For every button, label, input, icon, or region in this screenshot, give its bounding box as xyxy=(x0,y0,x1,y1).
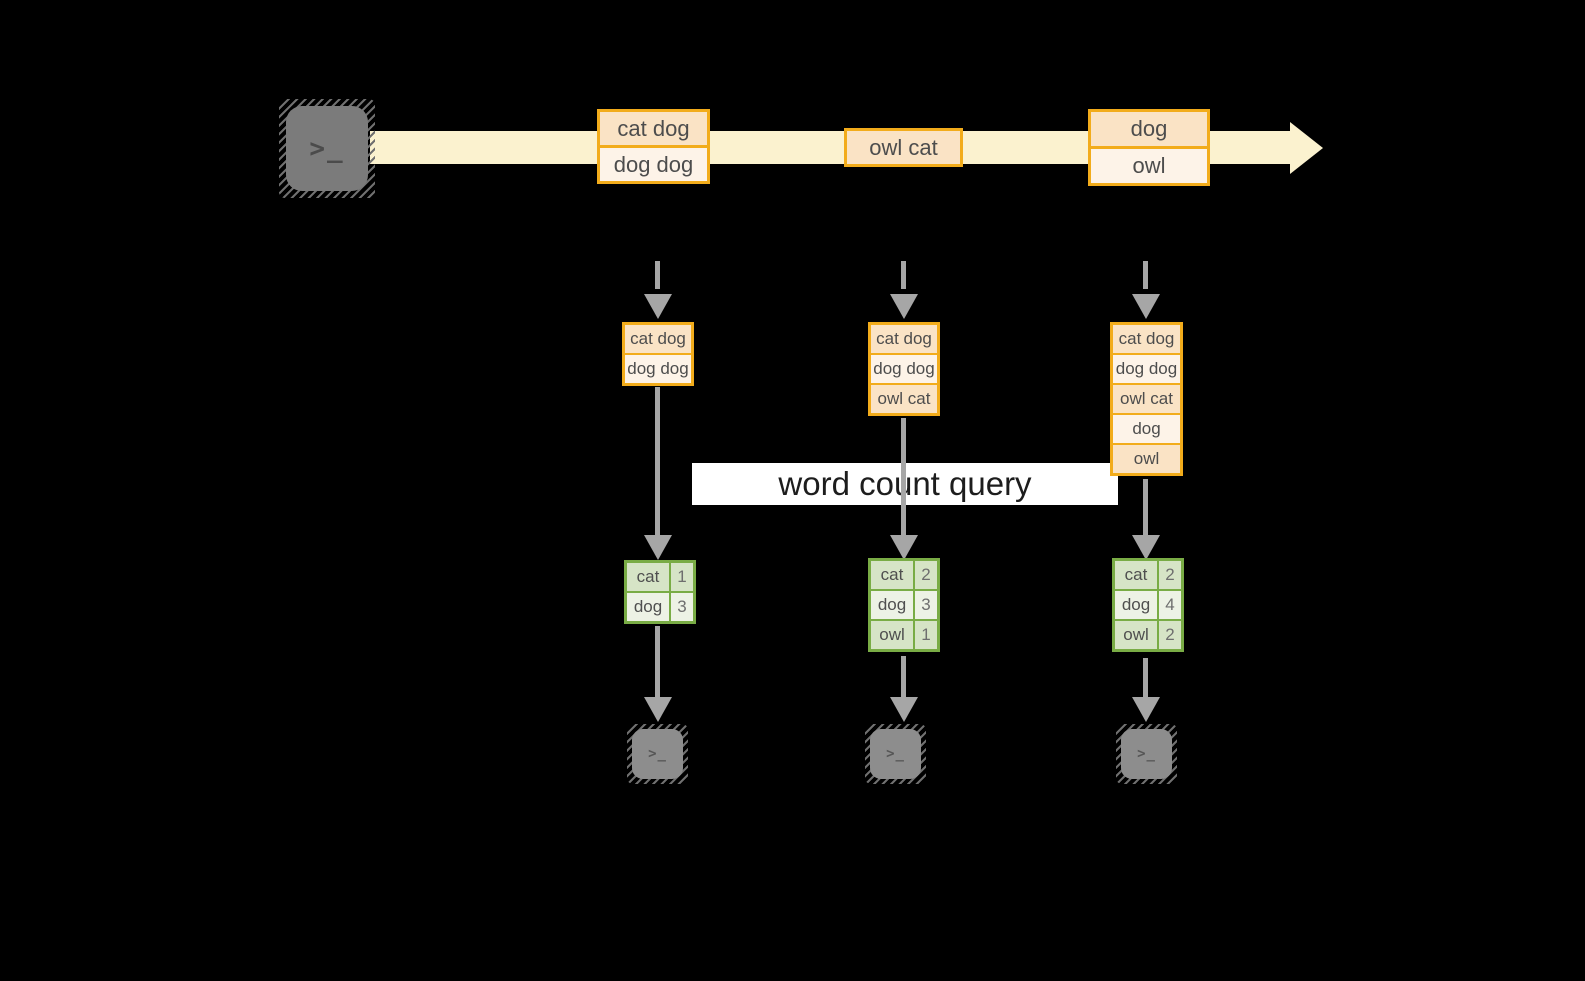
dashed-arrow-head-icon xyxy=(890,294,918,319)
buffer-row: dog dog xyxy=(625,353,691,383)
arrow xyxy=(1143,658,1148,699)
dashed-arrow-head-icon xyxy=(1132,294,1160,319)
output-terminal-body: >_ xyxy=(870,729,921,779)
stream-message-group-3: dog owl xyxy=(1088,109,1210,186)
dashed-arrow xyxy=(1143,261,1148,289)
terminal-prompt-icon: >_ xyxy=(648,746,667,762)
count-row: owl 2 xyxy=(1115,619,1181,649)
count-word: cat xyxy=(1115,561,1159,589)
buffer-row: cat dog xyxy=(871,325,937,353)
count-word: dog xyxy=(871,591,915,619)
count-word: dog xyxy=(1115,591,1159,619)
count-table-2: cat 2 dog 3 owl 1 xyxy=(868,558,940,652)
arrow xyxy=(901,418,906,538)
arrow-head-icon xyxy=(890,535,918,560)
count-row: owl 1 xyxy=(871,619,937,649)
source-terminal-body: >_ xyxy=(286,106,368,191)
dashed-arrow xyxy=(655,261,660,289)
count-row: cat 2 xyxy=(1115,561,1181,589)
arrow-head-icon xyxy=(644,535,672,560)
count-value: 1 xyxy=(671,563,693,591)
stream-arrowhead-icon xyxy=(1290,122,1323,174)
stream-message: owl cat xyxy=(847,131,960,164)
output-terminal-icon-1: >_ xyxy=(627,724,688,784)
buffer-row: dog dog xyxy=(1113,353,1180,383)
count-row: dog 4 xyxy=(1115,589,1181,619)
buffer-row: owl cat xyxy=(871,383,937,413)
arrow-head-icon xyxy=(1132,697,1160,722)
buffer-row: owl xyxy=(1113,443,1180,473)
count-row: dog 3 xyxy=(627,591,693,621)
buffer-stack-2: cat dog dog dog owl cat xyxy=(868,322,940,416)
count-word: cat xyxy=(871,561,915,589)
count-word: dog xyxy=(627,593,671,621)
output-terminal-body: >_ xyxy=(1121,729,1172,779)
count-word: cat xyxy=(627,563,671,591)
count-value: 4 xyxy=(1159,591,1181,619)
count-value: 2 xyxy=(1159,621,1181,649)
source-terminal-icon: >_ xyxy=(279,99,375,198)
count-table-1: cat 1 dog 3 xyxy=(624,560,696,624)
count-word: owl xyxy=(871,621,915,649)
stream-message: cat dog xyxy=(600,112,707,145)
arrow xyxy=(655,387,660,538)
terminal-prompt-icon: >_ xyxy=(309,133,345,164)
stream-message-group-2: owl cat xyxy=(844,128,963,167)
output-terminal-icon-3: >_ xyxy=(1116,724,1177,784)
dashed-arrow xyxy=(901,261,906,289)
stream-message: owl xyxy=(1091,146,1207,183)
output-terminal-body: >_ xyxy=(632,729,683,779)
count-word: owl xyxy=(1115,621,1159,649)
count-row: cat 2 xyxy=(871,561,937,589)
arrow-head-icon xyxy=(1132,535,1160,560)
dashed-arrow-head-icon xyxy=(644,294,672,319)
count-value: 3 xyxy=(915,591,937,619)
arrow xyxy=(901,656,906,699)
arrow xyxy=(1143,479,1148,538)
count-value: 1 xyxy=(915,621,937,649)
buffer-row: owl cat xyxy=(1113,383,1180,413)
arrow-head-icon xyxy=(644,697,672,722)
buffer-row: dog dog xyxy=(871,353,937,383)
count-value: 3 xyxy=(671,593,693,621)
terminal-prompt-icon: >_ xyxy=(886,746,905,762)
buffer-stack-3: cat dog dog dog owl cat dog owl xyxy=(1110,322,1183,476)
output-terminal-icon-2: >_ xyxy=(865,724,926,784)
stream-message: dog dog xyxy=(600,145,707,181)
count-table-3: cat 2 dog 4 owl 2 xyxy=(1112,558,1184,652)
buffer-row: cat dog xyxy=(1113,325,1180,353)
buffer-stack-1: cat dog dog dog xyxy=(622,322,694,386)
stream-message: dog xyxy=(1091,112,1207,146)
count-value: 2 xyxy=(915,561,937,589)
count-row: dog 3 xyxy=(871,589,937,619)
arrow xyxy=(655,626,660,699)
buffer-row: cat dog xyxy=(625,325,691,353)
terminal-prompt-icon: >_ xyxy=(1137,746,1156,762)
arrow-head-icon xyxy=(890,697,918,722)
buffer-row: dog xyxy=(1113,413,1180,443)
stream-message-group-1: cat dog dog dog xyxy=(597,109,710,184)
count-row: cat 1 xyxy=(627,563,693,591)
count-value: 2 xyxy=(1159,561,1181,589)
